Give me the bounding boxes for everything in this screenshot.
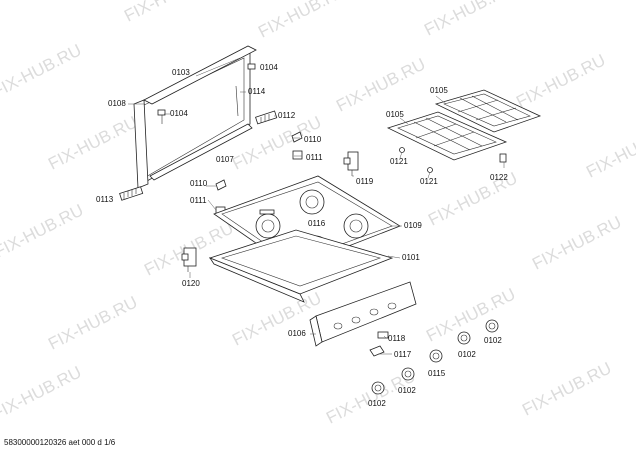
watermark: FIX-HUB.RU xyxy=(121,0,216,26)
clip-part xyxy=(157,63,256,116)
leader-lines xyxy=(128,57,505,355)
watermark: FIX-HUB.RU xyxy=(0,200,86,261)
part-label: 0118 xyxy=(388,334,406,343)
part-label: 0121 xyxy=(390,157,408,166)
part-label: 0115 xyxy=(428,369,446,378)
part-label: 0114 xyxy=(248,87,266,96)
part-label: 0102 xyxy=(484,336,502,345)
watermark: FIX-HUB.RU xyxy=(0,40,84,101)
part-label: 0105 xyxy=(386,110,404,119)
part-label: 0104 xyxy=(260,63,278,72)
part-label: 0121 xyxy=(420,177,438,186)
part-label: 0110 xyxy=(190,179,208,188)
part-label: 0111 xyxy=(306,153,323,162)
watermark: FIX-HUB.RU xyxy=(0,362,84,423)
part-label: 0120 xyxy=(182,279,200,288)
frame-part xyxy=(208,229,394,303)
pan-support-grate-part xyxy=(386,89,542,173)
control-knob xyxy=(369,319,499,395)
part-label: 0116 xyxy=(308,219,326,228)
watermark: FIX-HUB.RU xyxy=(45,292,140,353)
part-label: 0102 xyxy=(398,386,416,395)
watermark: FIX-HUB.RU xyxy=(529,212,624,273)
watermark: FIX-HUB.RU xyxy=(421,0,516,40)
part-label: 0102 xyxy=(368,399,386,408)
glass-lid-part xyxy=(133,45,257,189)
part-label: 0108 xyxy=(108,99,126,108)
watermark: FIX-HUB.RU xyxy=(583,120,636,181)
part-label: 0109 xyxy=(404,221,422,230)
part-label: 0106 xyxy=(288,329,306,338)
part-label: 0110 xyxy=(304,135,322,144)
watermark: FIX-HUB.RU xyxy=(255,0,350,42)
watermark: FIX-HUB.RU xyxy=(45,112,140,173)
hinge-part xyxy=(119,110,278,201)
part-label: 0101 xyxy=(402,253,420,262)
part-label: 0111 xyxy=(190,196,207,205)
part-label: 0119 xyxy=(356,177,374,186)
part-label: 0102 xyxy=(458,350,476,359)
part-label: 0107 xyxy=(216,155,234,164)
part-label: 0104 xyxy=(170,109,188,118)
watermark: FIX-HUB.RU xyxy=(333,54,428,115)
part-label: 0122 xyxy=(490,173,508,182)
document-id: 58300000120326 aet 000 d 1/6 xyxy=(4,438,116,447)
watermark: FIX-HUB.RU xyxy=(423,284,518,345)
callout-labels: 0103 0104 0108 0104 0114 0112 0110 0111 … xyxy=(96,63,508,408)
watermark: FIX-HUB.RU xyxy=(513,50,608,111)
part-label: 0103 xyxy=(172,68,190,77)
part-label: 0105 xyxy=(430,86,448,95)
part-label: 0112 xyxy=(278,111,296,120)
watermark: FIX-HUB.RU xyxy=(519,358,614,419)
small-parts xyxy=(181,131,359,272)
watermark: FIX-HUB.RU xyxy=(229,288,324,349)
control-panel-part xyxy=(309,281,417,347)
part-label: 0117 xyxy=(394,350,412,359)
part-label: 0113 xyxy=(96,195,114,204)
